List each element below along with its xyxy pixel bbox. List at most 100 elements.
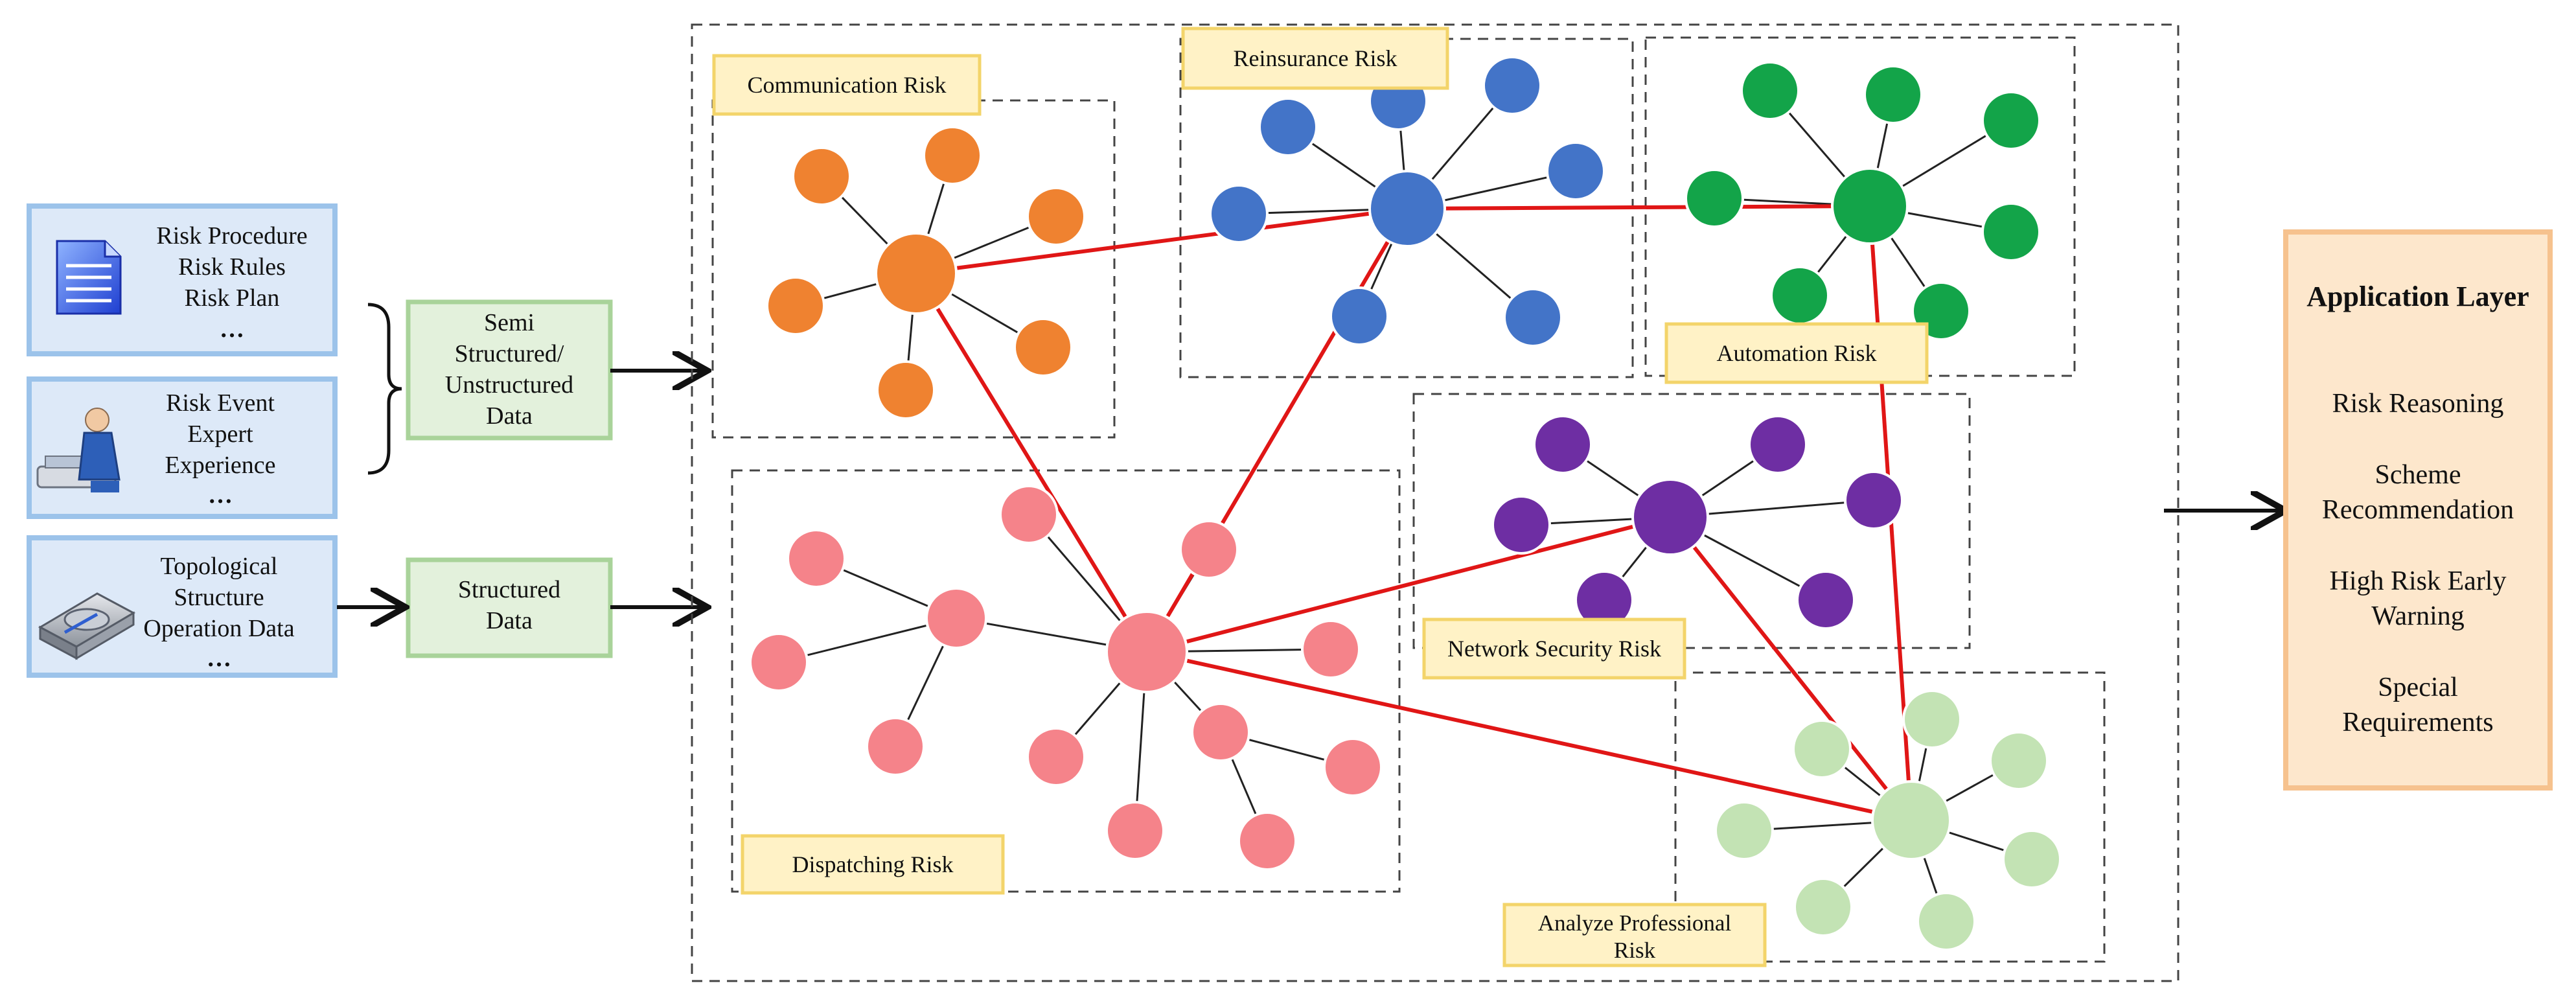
- source-ellipsis: …: [208, 481, 233, 509]
- cluster-label-text: Automation Risk: [1716, 340, 1876, 366]
- grouping-brace: [367, 303, 402, 475]
- cluster-label-text: Dispatching Risk: [792, 851, 954, 877]
- graph-node: [1105, 801, 1165, 861]
- source-text-line: Structure: [174, 584, 264, 611]
- graph-node: [1831, 167, 1909, 245]
- graph-node: [875, 232, 958, 315]
- cluster-label-communication: Communication Risk: [712, 54, 982, 116]
- graph-node: [1368, 170, 1446, 248]
- graph-node: [1301, 619, 1361, 679]
- cluster-label-text: Reinsurance Risk: [1234, 45, 1397, 71]
- graph-node: [1989, 731, 2049, 791]
- cluster-frame-dispatching: [731, 469, 1401, 893]
- cluster-label-dispatching: Dispatching Risk: [741, 834, 1005, 895]
- graph-node: [876, 360, 936, 420]
- source-text-line: Risk Event: [166, 389, 275, 417]
- source-text-line: Risk Procedure: [156, 222, 307, 249]
- graph-node: [1916, 892, 1976, 951]
- graph-node: [766, 276, 825, 336]
- graph-node: [1026, 187, 1086, 246]
- graph-node: [1491, 495, 1551, 555]
- graph-node: [1013, 318, 1073, 377]
- graph-node: [1503, 288, 1563, 347]
- graph-node: [1026, 727, 1086, 787]
- graph-node: [925, 587, 987, 649]
- graph-node: [1179, 520, 1239, 579]
- graph-node: [1981, 91, 2041, 150]
- source-ellipsis: …: [207, 645, 231, 672]
- source-text-line: Expert: [187, 421, 253, 448]
- graph-node: [1902, 689, 1962, 749]
- cluster-frame-network: [1412, 393, 1971, 649]
- inter-cluster-links: [914, 204, 1913, 822]
- application-item-text: Warning: [2371, 601, 2465, 631]
- cluster-label-automation: Automation Risk: [1664, 322, 1929, 384]
- source-text-line: Experience: [165, 452, 276, 479]
- source-box-topology: Topological Structure Operation Data …: [27, 535, 338, 678]
- graph-node: [1792, 719, 1852, 779]
- graph-node: [787, 529, 846, 588]
- graph-node: [1191, 702, 1250, 762]
- graph-node: [1981, 202, 2041, 262]
- graph-node: [1323, 737, 1383, 797]
- graph-node: [1546, 141, 1605, 201]
- graph-node: [1871, 780, 1951, 861]
- application-item-text: Special: [2378, 673, 2458, 702]
- cluster-label-reinsurance: Reinsurance Risk: [1181, 27, 1449, 90]
- cluster-label-professional: Analyze Professional Risk: [1502, 903, 1767, 967]
- source-box-procedures: Risk Procedure Risk Rules Risk Plan …: [27, 203, 338, 356]
- graph-node: [1482, 56, 1542, 115]
- source-text-line: Risk Rules: [178, 253, 286, 281]
- data-type-text-line: Semi: [484, 309, 535, 336]
- graph-node: [923, 126, 982, 185]
- graph-node: [2002, 829, 2062, 889]
- network-cluster-nodes: [1491, 415, 1903, 630]
- graph-node: [1863, 65, 1923, 124]
- application-layer-box: Application Layer Risk Reasoning Scheme …: [2283, 229, 2553, 791]
- expert-person-icon: [36, 408, 121, 492]
- graph-node: [1796, 570, 1856, 630]
- graph-node: [749, 632, 809, 692]
- graph-node: [1329, 286, 1389, 346]
- cluster-frame-professional: [1674, 671, 2106, 963]
- graph-node: [1685, 168, 1744, 228]
- graph-node: [1209, 184, 1269, 244]
- application-item-text: Requirements: [2342, 708, 2493, 737]
- graph-node: [1105, 610, 1188, 693]
- cluster-label-text: Analyze Professional: [1538, 910, 1732, 936]
- data-type-text-line: Structured/: [455, 340, 564, 367]
- graph-node: [1748, 415, 1808, 474]
- cluster-label-text: Communication Risk: [747, 72, 946, 98]
- dispatching-cluster-nodes: [749, 485, 1383, 871]
- application-layer-title: Application Layer: [2306, 281, 2529, 312]
- graph-node: [866, 717, 925, 776]
- source-ellipsis: …: [220, 316, 244, 343]
- document-icon: [56, 240, 122, 315]
- hard-disk-icon: [38, 592, 136, 660]
- source-box-experience: Risk Event Expert Experience …: [27, 376, 338, 519]
- graph-node: [1533, 415, 1593, 474]
- graph-node: [1793, 877, 1853, 937]
- cluster-label-text: Risk: [1614, 938, 1656, 963]
- professional-cluster-nodes: [1714, 689, 2062, 951]
- cluster-label-network: Network Security Risk: [1422, 618, 1686, 680]
- application-item-text: Risk Reasoning: [2332, 389, 2504, 419]
- graph-node: [792, 146, 851, 206]
- application-item-text: High Risk Early: [2330, 566, 2507, 596]
- semi-structured-data-box: Semi Structured/ Unstructured Data: [406, 299, 613, 441]
- graph-node: [1631, 478, 1709, 556]
- data-type-text-line: Data: [486, 607, 533, 634]
- data-type-text-line: Structured: [458, 576, 560, 603]
- graph-node: [1714, 801, 1774, 861]
- graph-node: [999, 485, 1059, 544]
- cluster-label-text: Network Security Risk: [1447, 636, 1661, 662]
- graph-node: [1740, 61, 1800, 121]
- graph-node: [1844, 470, 1903, 530]
- automation-cluster-nodes: [1685, 61, 2041, 341]
- graph-node: [1237, 811, 1297, 871]
- data-type-text-line: Unstructured: [445, 371, 573, 399]
- reinsurance-cluster-nodes: [1209, 56, 1605, 347]
- source-text-line: Risk Plan: [185, 284, 280, 312]
- structured-data-box: Structured Data: [406, 557, 613, 658]
